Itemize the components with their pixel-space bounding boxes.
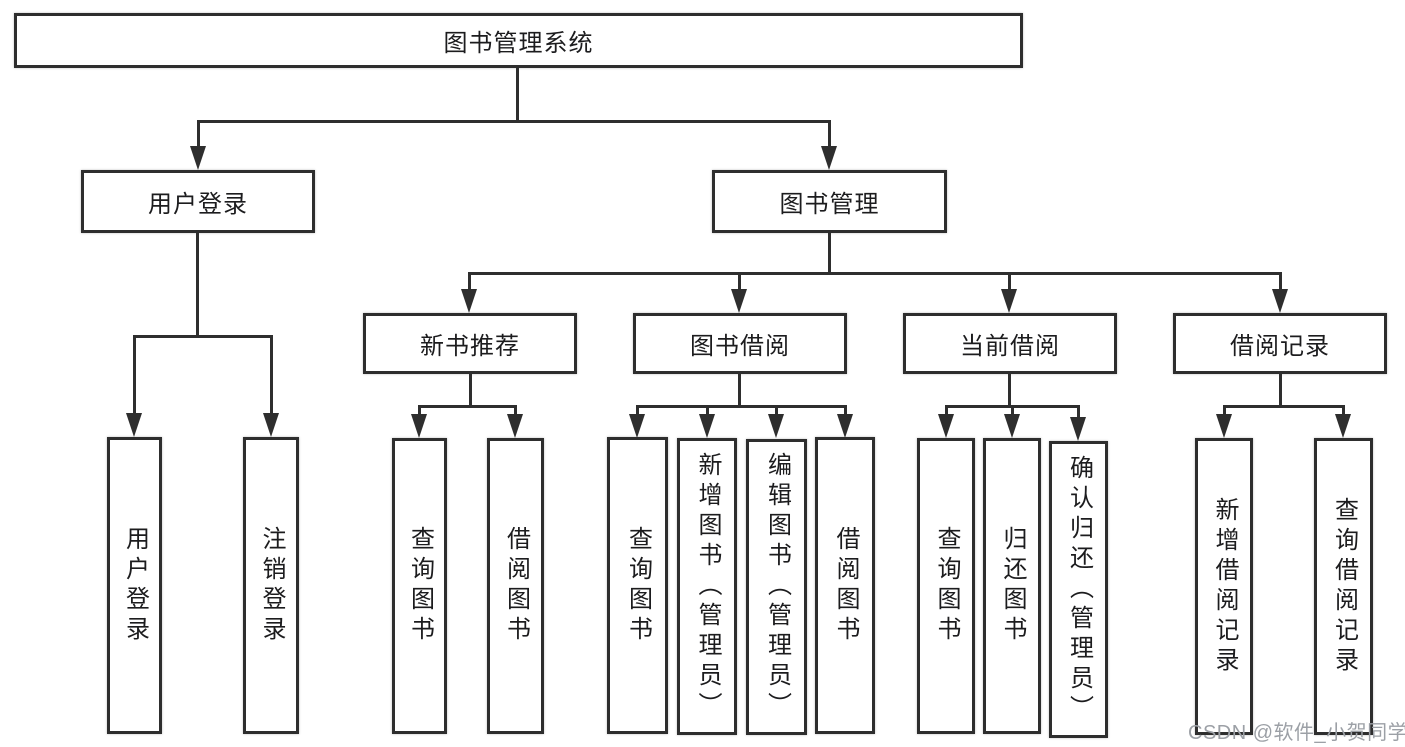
connector-line: [469, 374, 472, 405]
node-label: 确认归还（管理员）: [1065, 454, 1093, 725]
node-user-login-leaf: 用户登录: [107, 437, 162, 734]
connector-line: [1279, 272, 1282, 292]
connector-line: [828, 233, 831, 272]
arrowhead-down-icon: [1335, 414, 1351, 438]
connector-line: [636, 405, 639, 417]
connector-line: [844, 405, 847, 417]
arrowhead-down-icon: [837, 414, 853, 438]
connector-line: [514, 405, 517, 417]
node-query-books-3: 查询图书: [917, 438, 975, 734]
arrowhead-down-icon: [263, 413, 279, 437]
connector-line: [636, 405, 847, 408]
arrowhead-down-icon: [1004, 414, 1020, 438]
connector-line: [1223, 405, 1226, 417]
node-library-management-system: 图书管理系统: [14, 13, 1023, 68]
arrowhead-down-icon: [731, 289, 747, 313]
node-label: 借阅图书: [502, 526, 530, 646]
connector-line: [706, 405, 709, 417]
arrowhead-down-icon: [411, 414, 427, 438]
arrowhead-down-icon: [821, 146, 837, 170]
connector-line: [1008, 374, 1011, 405]
node-book-management: 图书管理: [712, 170, 947, 233]
node-label: 查询图书: [933, 526, 960, 646]
arrowhead-down-icon: [1001, 289, 1017, 313]
connector-line: [468, 272, 1282, 275]
connector-line: [197, 120, 831, 123]
connector-line: [775, 405, 778, 417]
connector-line: [1008, 272, 1011, 292]
node-new-book-recommend: 新书推荐: [363, 313, 577, 374]
connector-line: [468, 272, 471, 292]
arrowhead-down-icon: [1216, 414, 1232, 438]
arrowhead-down-icon: [190, 146, 206, 170]
connector-line: [418, 405, 517, 408]
connector-line: [738, 272, 741, 292]
connector-line: [133, 335, 136, 417]
arrowhead-down-icon: [507, 414, 523, 438]
connector-line: [1279, 374, 1282, 405]
node-return-books: 归还图书: [983, 438, 1041, 734]
arrowhead-down-icon: [126, 413, 142, 437]
node-book-borrow: 图书借阅: [633, 313, 847, 374]
connector-line: [945, 405, 948, 417]
node-borrow-books-2: 借阅图书: [815, 437, 875, 734]
node-current-borrow: 当前借阅: [903, 313, 1117, 374]
node-add-borrow-record: 新增借阅记录: [1195, 438, 1253, 735]
arrowhead-down-icon: [699, 414, 715, 438]
node-borrow-books-1: 借阅图书: [487, 438, 544, 734]
arrowhead-down-icon: [1070, 417, 1086, 441]
arrowhead-down-icon: [768, 414, 784, 438]
node-user-login: 用户登录: [81, 170, 315, 233]
connector-line: [738, 374, 741, 405]
connector-line: [270, 335, 273, 417]
connector-line: [197, 120, 200, 150]
arrowhead-down-icon: [1272, 289, 1288, 313]
node-label: 新增借阅记录: [1211, 496, 1238, 677]
node-label: 图书借阅: [690, 333, 790, 360]
node-logout: 注销登录: [243, 437, 299, 734]
connector-line: [418, 405, 421, 417]
node-label: 查询图书: [624, 525, 652, 646]
node-label: 借阅图书: [832, 525, 859, 646]
node-edit-books-admin: 编辑图书（管理员）: [746, 439, 807, 735]
connector-line: [1223, 405, 1345, 408]
node-label: 用户登录: [121, 525, 149, 646]
node-label: 用户登录: [148, 191, 248, 218]
arrowhead-down-icon: [461, 289, 477, 313]
node-label: 注销登录: [258, 525, 285, 646]
connector-line: [196, 233, 199, 335]
node-label: 新增图书（管理员）: [694, 451, 721, 722]
node-query-books-2: 查询图书: [607, 437, 668, 734]
connector-line: [828, 120, 831, 150]
node-label: 图书管理系统: [443, 30, 594, 57]
node-label: 当前借阅: [960, 333, 1060, 360]
connector-line: [1077, 405, 1080, 419]
node-label: 查询图书: [406, 526, 434, 646]
connector-line: [516, 68, 519, 120]
node-confirm-return-admin: 确认归还（管理员）: [1049, 441, 1108, 738]
connector-line: [1011, 405, 1014, 417]
node-borrow-records: 借阅记录: [1173, 313, 1387, 374]
connector-line: [1342, 405, 1345, 417]
connector-line: [133, 335, 273, 338]
node-query-borrow-record: 查询借阅记录: [1314, 438, 1373, 735]
node-query-books-1: 查询图书: [392, 438, 447, 734]
csdn-watermark: CSDN @软件_小贺同学: [1188, 722, 1405, 744]
node-label: 查询借阅记录: [1330, 496, 1358, 677]
node-label: 编辑图书（管理员）: [763, 452, 791, 722]
arrowhead-down-icon: [938, 414, 954, 438]
node-label: 借阅记录: [1230, 333, 1330, 360]
node-label: 归还图书: [999, 526, 1026, 646]
node-add-books-admin: 新增图书（管理员）: [677, 438, 737, 735]
arrowhead-down-icon: [629, 414, 645, 438]
node-label: 新书推荐: [420, 333, 520, 360]
node-label: 图书管理: [779, 191, 880, 218]
